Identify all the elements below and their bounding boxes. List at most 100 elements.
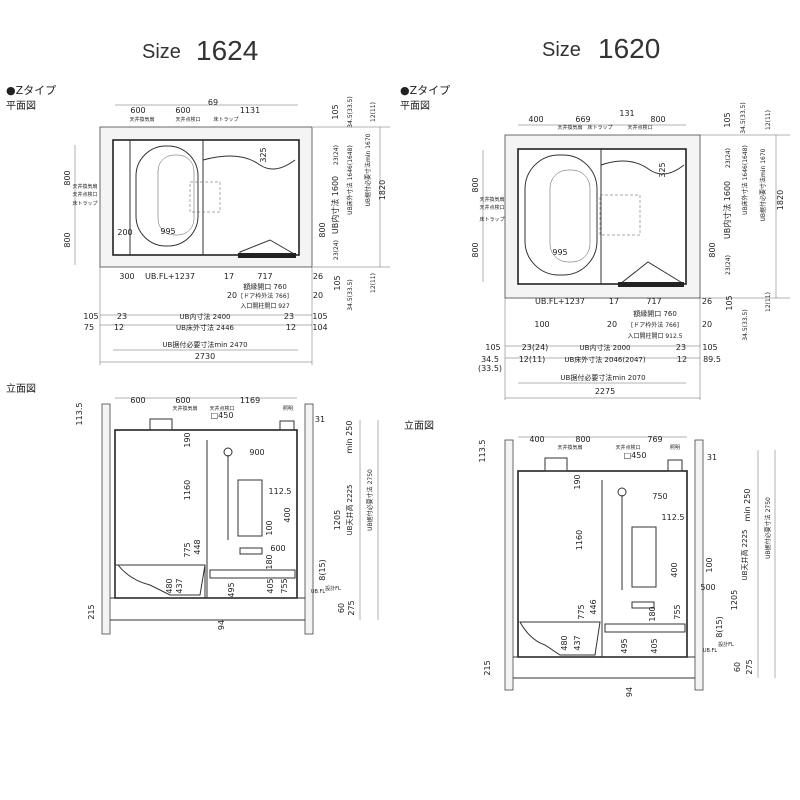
left-plan-labels-label: 34.5(33.5) [347,96,354,127]
left-plan-labels-label: 20 [313,291,323,300]
right-plan-labels-label: 325 [658,162,667,177]
right-plan-labels-label: 800 [471,177,480,192]
left-elevation-labels-label: 照明 [283,406,293,412]
left-plan-labels-label: 12 [286,323,296,332]
right-plan-labels-label: 34.5(33.5) [742,309,749,340]
right-plan-labels-label: 額縁開口 760 [633,309,677,318]
left-plan-labels-label: 12(11) [370,102,377,122]
left-elevation-labels-label: 1160 [183,480,192,500]
right-plan-labels-label: 天井点検口 [627,124,652,131]
right-plan-labels-label: 100 [534,320,549,329]
left-elevation-labels-label: 190 [183,432,192,447]
right-plan-labels-label: 23 [676,343,686,352]
left-plan-labels-label: UB内寸法 1600 [330,176,340,234]
left-plan-labels-label: 23 [117,312,127,321]
right-plan-labels-label: 800 [471,242,480,257]
left-plan-labels-label: 12(11) [370,273,377,293]
right-plan-labels-label: (33.5) [478,364,502,373]
right-plan-labels-label: UB内寸法 1600 [722,181,732,239]
right-elevation-labels-label: 112.5 [662,513,685,522]
left-plan-labels-label: 104 [312,323,327,332]
right-plan-labels-label: 23(24) [725,255,732,275]
right-elevation-labels-label: 60 [733,662,742,672]
right-elevation-labels-label: □450 [624,451,647,460]
left-plan-labels-label: 105 [333,275,342,290]
left-elevation-drawing [101,397,379,635]
right-plan-labels-label: 23(24) [725,148,732,168]
left-plan-labels-label: 1131 [240,106,260,115]
left-plan-labels-label: 1820 [378,180,387,200]
right-plan-labels-label: 17 [609,297,619,306]
right-plan-labels-label: UB据付必要寸法min 2070 [560,373,645,382]
right-elevation-labels-label: 775 [577,604,586,619]
right-elevation-labels-label: 天井換気扇 [557,444,582,451]
right-elevation-labels-label: 8(15) [715,616,724,638]
right-plan-labels-label: [ドア枠外法 766] [631,321,679,329]
right-plan-labels-label: 105 [702,343,717,352]
left-plan-labels-label: UB.FL+1237 [145,272,195,281]
right-elevation-labels-label: 100 [705,557,714,572]
left-elevation-labels-label: 設計FL [325,585,341,592]
left-plan-labels-label: UB床外寸法 2446 [176,323,235,332]
left-plan-labels-label: 天井点検口 [175,116,200,123]
right-plan-labels-label: 131 [619,109,634,118]
right-plan-labels-label: 995 [552,248,567,257]
left-elevation-labels-label: 600 [130,396,145,405]
left-plan-labels-label: 69 [208,98,218,107]
left-plan-labels-label: 105 [83,312,98,321]
left-plan-labels-label: 105 [331,104,340,119]
right-plan-drawing [482,124,790,400]
right-elevation-labels-label: 446 [589,599,598,614]
right-plan-labels-label: UB.FL+1237 [535,297,585,306]
right-plan-labels-label: 12 [677,355,687,364]
right-plan-labels-label: 20 [607,320,617,329]
right-elevation-labels-label: 275 [745,659,754,674]
right-plan-labels-label: 天井換気扇 [479,196,504,203]
right-elevation-labels-label: 天井点検口 [615,444,640,451]
left-elevation-labels-label: 180 [265,554,274,569]
right-plan-labels-label: 12(11) [765,292,772,312]
left-elevation-labels-label: 1205 [333,510,342,530]
left-plan-labels-label: 995 [160,227,175,236]
left-elevation-labels-label: UB天井高 2225 [345,485,354,536]
right-elevation-labels-label: 755 [673,604,682,619]
right-elevation-labels-label: UB据付必要寸法 2750 [764,497,772,559]
right-plan-labels-label: 26 [702,297,712,306]
left-elevation-labels-label: 275 [347,600,356,615]
left-plan-labels-label: 800 [63,170,72,185]
size-label-left: Size [142,41,181,63]
right-elevation-labels-label: UB天井高 2225 [740,530,749,581]
left-elevation-labels-label: 775 [183,542,192,557]
right-elevation-drawing [504,436,776,691]
right-elevation-labels-label: 215 [483,660,492,675]
right-plan-labels-label: 400 [528,115,543,124]
left-elevation-labels-label: 755 [280,578,289,593]
elevation-label-right: 立面図 [404,419,434,432]
left-elevation-labels-label: 448 [193,539,202,554]
right-plan-labels-label: 105 [725,295,734,310]
right-plan-labels-label: 669 [575,115,590,124]
right-elevation-labels-label: 113.5 [478,440,487,463]
left-elevation-labels-label: 8(15) [318,559,327,581]
left-plan-labels-label: 額縁開口 760 [243,282,287,291]
left-elevation-labels-label: 600 [270,544,285,553]
left-plan-labels-label: UB内寸法 2400 [180,312,231,321]
right-elevation-labels-label: min 250 [743,489,752,522]
right-elevation-labels-label: 405 [650,638,659,653]
right-elevation-labels-label: 500 [700,583,715,592]
right-plan-labels-label: 12(11) [765,110,772,130]
right-plan-labels-label: UB据付必要寸法min 1670 [759,148,767,221]
left-plan-labels-label: 床トラップ [72,200,97,207]
right-plan-labels-label: UB内寸法 2000 [580,343,631,352]
left-elevation-labels-label: min 250 [345,421,354,454]
right-plan-labels-label: 12(11) [519,355,546,364]
left-plan-labels-label: 34.5(33.5) [347,279,354,310]
right-elevation-labels-label: 31 [707,453,717,462]
left-plan-labels-label: 75 [84,323,94,332]
plan-label-right: 平面図 [400,100,430,112]
left-plan-labels-label: 717 [257,272,272,281]
right-elevation-labels-label: 750 [652,492,667,501]
right-plan-labels-label: 2275 [595,387,615,396]
left-plan-labels-label: 2730 [195,352,215,361]
right-plan-labels-label: 天井点検口 [479,204,504,211]
